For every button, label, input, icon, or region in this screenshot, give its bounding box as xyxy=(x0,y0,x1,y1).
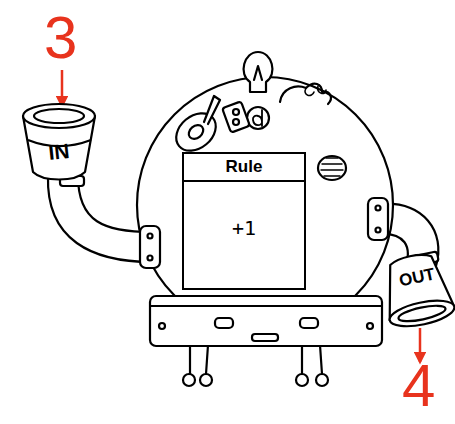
rivet xyxy=(367,323,373,329)
output-cup: OUT xyxy=(380,250,454,330)
light-bulb xyxy=(244,52,273,92)
machine-base-band xyxy=(150,296,382,346)
input-number: 3 xyxy=(44,8,77,68)
lever xyxy=(204,96,220,124)
switch-knob xyxy=(233,109,239,115)
pipe-flange xyxy=(368,198,388,240)
small-gauge xyxy=(247,107,269,129)
cup-outline xyxy=(380,250,454,330)
coil-turns xyxy=(305,86,326,95)
band-line xyxy=(150,305,382,307)
rivet xyxy=(159,323,165,329)
rivet xyxy=(376,228,381,233)
input-arrow xyxy=(61,70,64,106)
cup-opening xyxy=(34,109,84,123)
gauge-symbol xyxy=(253,110,262,126)
rivet xyxy=(148,256,153,261)
leg-foot xyxy=(200,374,212,386)
rule-heading: Rule xyxy=(184,154,304,182)
pipe-flange xyxy=(140,226,160,268)
output-number: 4 xyxy=(402,356,435,416)
dial-center xyxy=(186,122,206,141)
speaker-grille xyxy=(318,156,346,180)
base-slot xyxy=(300,318,318,328)
bulb-filament xyxy=(254,66,262,80)
machine-leg xyxy=(206,345,208,374)
grille-lines xyxy=(321,158,343,176)
leg-foot xyxy=(296,374,308,386)
switch-box xyxy=(222,101,250,132)
machine-leg xyxy=(320,345,322,374)
machine-body xyxy=(137,77,393,333)
antenna-coil xyxy=(280,84,331,104)
base-slot xyxy=(252,334,278,341)
leg-foot xyxy=(316,374,328,386)
rule-box: Rule+1 xyxy=(182,152,306,290)
cup-opening xyxy=(397,303,446,325)
input-cup: IN xyxy=(18,100,100,184)
rivet xyxy=(148,234,153,239)
rivet xyxy=(376,206,381,211)
dial xyxy=(169,106,223,159)
switch-knob xyxy=(233,119,239,125)
leg-foot xyxy=(183,374,195,386)
base-slot xyxy=(215,318,233,328)
cup-rim xyxy=(23,104,95,128)
machine-leg xyxy=(301,345,303,374)
input-pipe xyxy=(48,176,152,262)
rule-value: +1 xyxy=(184,182,304,288)
machine-leg xyxy=(189,345,191,374)
cup-rim xyxy=(387,296,455,331)
